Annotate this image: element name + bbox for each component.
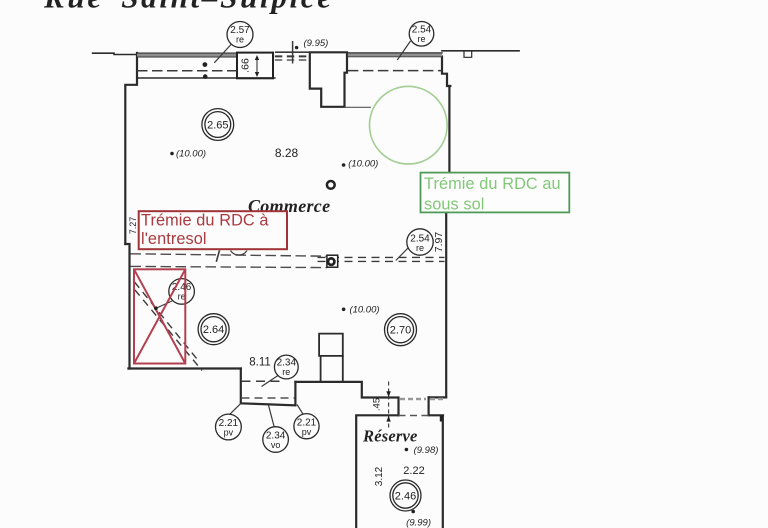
- svg-text:2.34: 2.34: [277, 358, 297, 369]
- svg-text:2.57: 2.57: [230, 25, 250, 36]
- svg-text:pv: pv: [302, 427, 312, 437]
- svg-text:vo: vo: [271, 440, 281, 450]
- svg-text:(9.98): (9.98): [414, 445, 439, 456]
- svg-text:.66: .66: [240, 58, 252, 73]
- svg-text:2.70: 2.70: [390, 325, 411, 337]
- svg-text:3.12: 3.12: [374, 466, 385, 486]
- svg-text:8.28: 8.28: [275, 146, 299, 160]
- svg-text:2.54: 2.54: [412, 24, 432, 35]
- svg-text:2.34: 2.34: [266, 431, 286, 442]
- svg-text:re: re: [417, 34, 425, 44]
- svg-text:Rue Saint–Sulpice: Rue Saint–Sulpice: [43, 0, 334, 15]
- svg-text:re: re: [178, 291, 186, 301]
- svg-text:re: re: [282, 367, 290, 377]
- svg-text:(10.00): (10.00): [349, 305, 379, 316]
- svg-text:(9.99): (9.99): [406, 518, 431, 528]
- svg-text:(9.95): (9.95): [304, 38, 329, 49]
- svg-text:.45: .45: [372, 398, 383, 411]
- svg-text:(10.00): (10.00): [176, 149, 206, 160]
- svg-text:7.97: 7.97: [433, 232, 445, 253]
- svg-text:2.65: 2.65: [207, 120, 228, 132]
- svg-text:pv: pv: [224, 428, 234, 438]
- svg-text:2.46: 2.46: [172, 282, 192, 293]
- svg-text:2.54: 2.54: [410, 234, 430, 245]
- svg-text:(10.00): (10.00): [348, 159, 378, 170]
- svg-text:sous sol: sous sol: [424, 196, 485, 214]
- svg-text:8.11: 8.11: [249, 357, 271, 369]
- svg-text:Trémie du RDC à: Trémie du RDC à: [141, 212, 269, 230]
- svg-text:2.46: 2.46: [395, 491, 416, 503]
- svg-text:2.21: 2.21: [219, 418, 239, 429]
- svg-text:Trémie du RDC au: Trémie du RDC au: [424, 175, 561, 193]
- svg-text:2.64: 2.64: [203, 324, 224, 336]
- svg-text:Réserve: Réserve: [362, 427, 418, 446]
- svg-text:2.21: 2.21: [297, 417, 317, 428]
- svg-text:2.22: 2.22: [403, 465, 424, 477]
- svg-text:l'entresol: l'entresol: [141, 230, 207, 248]
- svg-text:7.27: 7.27: [128, 217, 138, 235]
- svg-text:re: re: [236, 34, 244, 44]
- svg-text:re: re: [416, 243, 424, 253]
